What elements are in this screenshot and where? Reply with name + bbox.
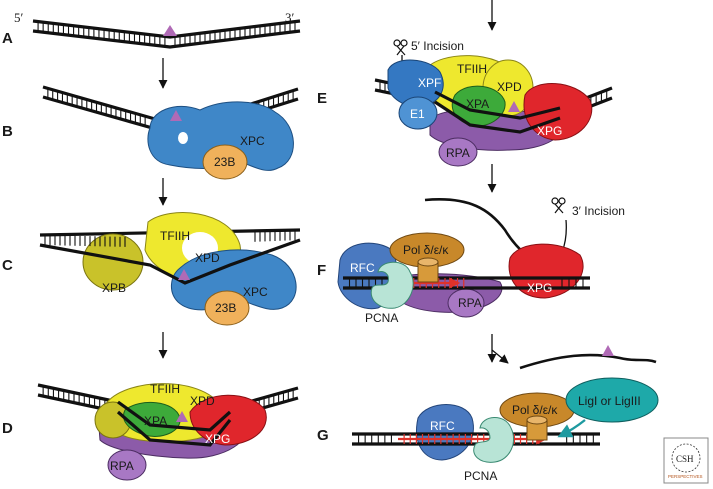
xpf-label: XPF — [418, 76, 441, 90]
ligase-arrow — [557, 419, 586, 438]
panel-g: G RFC Pol δ/ε/κ LigI or LigIII PCNA — [317, 377, 659, 483]
five-prime-label: 5′ — [14, 10, 24, 25]
rpa-label: RPA — [110, 459, 134, 473]
tfiih-label: TFIIH — [457, 62, 487, 76]
incision-3-label: 3′ Incision — [572, 204, 625, 218]
xpc-protein — [171, 249, 297, 311]
base-pair-rungs — [42, 386, 294, 415]
ercc1-protein — [398, 96, 438, 130]
xpd-label: XPD — [195, 251, 220, 265]
pol-label: Pol δ/ε/κ — [512, 403, 558, 417]
lesion-marker — [602, 345, 614, 356]
incision-5-label: 5′ Incision — [411, 39, 464, 53]
rad23b-label: 23B — [215, 301, 236, 315]
pol-cylinder-top — [526, 415, 548, 425]
rfc-label: RFC — [430, 419, 455, 433]
pcna-clamp — [370, 261, 414, 309]
panel-label-c: C — [2, 257, 13, 274]
dna-duplex — [32, 19, 301, 49]
xpb-label: XPB — [102, 281, 126, 295]
scissors-icon — [551, 197, 566, 214]
xpa-label: XPA — [466, 97, 489, 111]
rad23b-label: 23B — [214, 155, 235, 169]
lesion-marker — [176, 411, 188, 422]
pcna-label: PCNA — [365, 311, 398, 325]
xpa-label: XPA — [144, 414, 167, 428]
rad23b-protein — [204, 290, 250, 326]
rpa-subunit — [107, 449, 147, 481]
xpd-label: XPD — [190, 394, 215, 408]
panel-label-f: F — [317, 262, 326, 279]
panel-label-a: A — [2, 30, 13, 47]
panel-label-e: E — [317, 90, 327, 107]
lesion-marker — [170, 110, 182, 121]
xpf-protein — [387, 59, 444, 108]
xpd-label: XPD — [497, 80, 522, 94]
rad23b-protein — [202, 144, 248, 180]
lesion-marker — [163, 25, 177, 36]
ligase-protein — [565, 377, 659, 423]
panel-label-d: D — [2, 420, 13, 437]
panel-label-g: G — [317, 427, 329, 444]
pcna-clamp — [473, 417, 515, 463]
ercc1-label: E1 — [410, 107, 425, 121]
lesion-marker — [178, 269, 190, 280]
csh-perspectives-logo: CSH PERSPECTIVES — [663, 437, 709, 484]
three-prime-label: 3′ — [285, 10, 295, 25]
xpg-label: XPG — [527, 281, 552, 295]
logo-text-csh: CSH — [676, 454, 694, 464]
xpg-label: XPG — [537, 124, 562, 138]
panel-a: A 5′ 3′ — [2, 10, 301, 49]
rpa-label: RPA — [458, 296, 482, 310]
excised-fragment — [519, 345, 657, 370]
rpa-label: RPA — [446, 146, 470, 160]
panel-label-b: B — [2, 123, 13, 140]
xpb-protein — [82, 233, 144, 291]
logo-text-perspectives: PERSPECTIVES — [668, 474, 703, 479]
pol-label: Pol δ/ε/κ — [403, 243, 449, 257]
lesion-marker — [508, 101, 520, 112]
tfiih-label: TFIIH — [160, 229, 190, 243]
xpc-protein — [147, 101, 294, 171]
xpc-label: XPC — [240, 134, 265, 148]
xpc-pocket — [178, 132, 188, 144]
panel-f: F 3′ Incision RFC Pol δ/ε/κ XPG RPA PCNA — [317, 197, 625, 325]
xpc-label: XPC — [243, 285, 268, 299]
pcna-label: PCNA — [464, 469, 497, 483]
pol-cylinder-top — [417, 257, 439, 267]
rfc-protein — [416, 404, 474, 461]
rfc-label: RFC — [350, 261, 375, 275]
panel-c: C TFIIH XPD XPB XPC 23B — [2, 212, 301, 326]
panel-b: B XPC 23B — [2, 85, 299, 180]
ligase-label: LigI or LigIII — [578, 394, 641, 408]
tfiih-label: TFIIH — [150, 382, 180, 396]
panel-e: E 5′ Incision XPF TFIIH XPD XPA E1 XPG R… — [317, 39, 613, 167]
branch-arrow — [491, 349, 509, 364]
xpg-label: XPG — [205, 432, 230, 446]
rpa-subunit — [438, 137, 478, 167]
panel-d: D TFIIH XPD XPA XPG RPA — [2, 382, 299, 481]
scissors-icon — [393, 39, 408, 56]
